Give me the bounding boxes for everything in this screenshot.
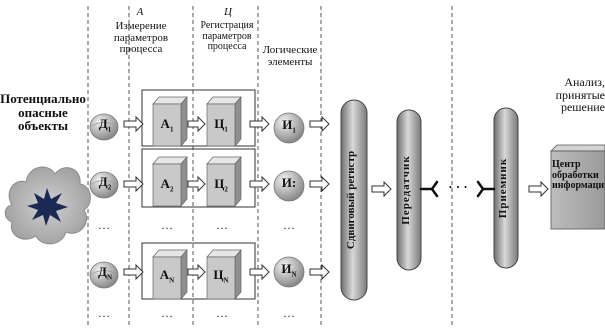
arrow-icon: [309, 175, 330, 193]
ellipsis: …: [283, 306, 295, 320]
cube-icon: [206, 96, 242, 147]
ellipsis: …: [98, 218, 110, 232]
antenna-transmit-icon: [419, 180, 439, 198]
column-a-heading-line: процесса: [119, 43, 163, 56]
analysis-title: Анализ, принятые решение: [534, 76, 605, 114]
shift-register-block: [340, 99, 368, 301]
column-a-heading-line: параметров: [113, 31, 169, 44]
cube-icon: [152, 249, 188, 300]
register-label: ЦN: [213, 267, 229, 285]
sensor-label: Д2: [98, 174, 112, 192]
explosion-star-icon: [27, 188, 68, 226]
objects-title-line: опасные: [18, 104, 68, 120]
column-a-letter: А: [136, 6, 144, 18]
logic-label: И1: [282, 117, 296, 135]
flow-arrows: [123, 115, 549, 281]
hazard-cloud-icon: [4, 166, 91, 245]
analysis-title-line: Анализ,: [564, 75, 605, 89]
logic-elements: [273, 112, 305, 288]
sensor-icon: [89, 261, 119, 289]
row-frames: [141, 89, 256, 300]
sensor-icon: [89, 113, 119, 141]
arrow-icon: [249, 175, 270, 193]
logic-sphere-icon: [273, 112, 305, 144]
processing-center-line: обработки: [552, 169, 599, 181]
ellipsis: …: [161, 306, 173, 320]
ellipsis: …: [283, 218, 295, 232]
arrow-icon: [187, 115, 206, 133]
logic-heading: Логические элементы: [256, 44, 324, 68]
column-c-heading-line: процесса: [207, 41, 247, 52]
arrow-icon: [123, 263, 144, 281]
logic-heading-line: Логические: [262, 44, 318, 56]
logic-label: ИN: [281, 261, 297, 279]
objects-title-line: Потенциально: [0, 91, 86, 106]
arrow-icon: [528, 180, 549, 198]
sensor-label: ДN: [97, 264, 112, 282]
sensor-icon: [89, 171, 119, 199]
ellipsis: …: [216, 306, 228, 320]
column-c-heading: Регистрация параметров процесса: [190, 20, 264, 53]
receiver-label: Приемник: [497, 157, 509, 219]
column-a-heading: Измерение параметров процесса: [98, 20, 184, 56]
arrow-icon: [123, 115, 144, 133]
cube-icon: [152, 156, 188, 207]
processing-center-line: информации: [552, 180, 605, 191]
cube-icon: [152, 96, 188, 147]
processing-center-label: Центр обработки информации: [552, 159, 605, 192]
arrow-icon: [249, 115, 270, 133]
ellipsis: …: [161, 218, 173, 232]
transmitter-label: Передатчик: [400, 155, 412, 225]
column-c-letter: Ц: [224, 6, 232, 18]
processing-center-box: [550, 144, 605, 230]
arrow-icon: [309, 115, 330, 133]
arrow-icon: [371, 180, 392, 198]
objects-title-line: объекты: [17, 118, 69, 134]
logic-label: И:: [281, 175, 297, 190]
arrow-icon: [123, 175, 144, 193]
register-label: Ц2: [214, 176, 228, 194]
arrow-icon: [187, 263, 206, 281]
row-frame: [141, 148, 256, 208]
analysis-title-line: принятые: [555, 87, 605, 102]
column-a-heading-line: Измерение: [115, 20, 167, 32]
shift-register-label: Сдвиговый регистр: [345, 150, 357, 250]
cube-icon: [206, 156, 242, 207]
logic-sphere-icon: [273, 170, 305, 202]
arrow-icon: [249, 263, 270, 281]
ellipsis: …: [98, 306, 110, 320]
register-label: Ц1: [214, 116, 228, 134]
logic-sphere-icon: [273, 256, 305, 288]
analysis-title-line: решение: [560, 100, 605, 115]
sensors: [89, 113, 119, 289]
processing-center-line: Центр: [552, 159, 581, 170]
arrow-icon: [309, 263, 330, 281]
column-c-heading-line: параметров: [202, 30, 252, 42]
measure-label: АN: [159, 267, 175, 285]
logic-heading-line: элементы: [267, 55, 313, 68]
registration-cubes: [206, 96, 242, 300]
ellipsis: …: [216, 218, 228, 232]
objects-title: Потенциально опасные объекты: [0, 92, 86, 133]
sensor-label: Д1: [98, 116, 112, 134]
antenna-receive-icon: [476, 180, 496, 198]
radio-link-dots: · · ·: [448, 179, 468, 194]
measure-label: А1: [160, 116, 174, 134]
row-frame: [141, 89, 256, 147]
measurement-cubes: [152, 96, 188, 300]
arrow-icon: [187, 175, 206, 193]
measure-label: А2: [160, 176, 174, 194]
column-c-heading-line: Регистрация: [200, 20, 254, 31]
cube-icon: [206, 249, 242, 300]
